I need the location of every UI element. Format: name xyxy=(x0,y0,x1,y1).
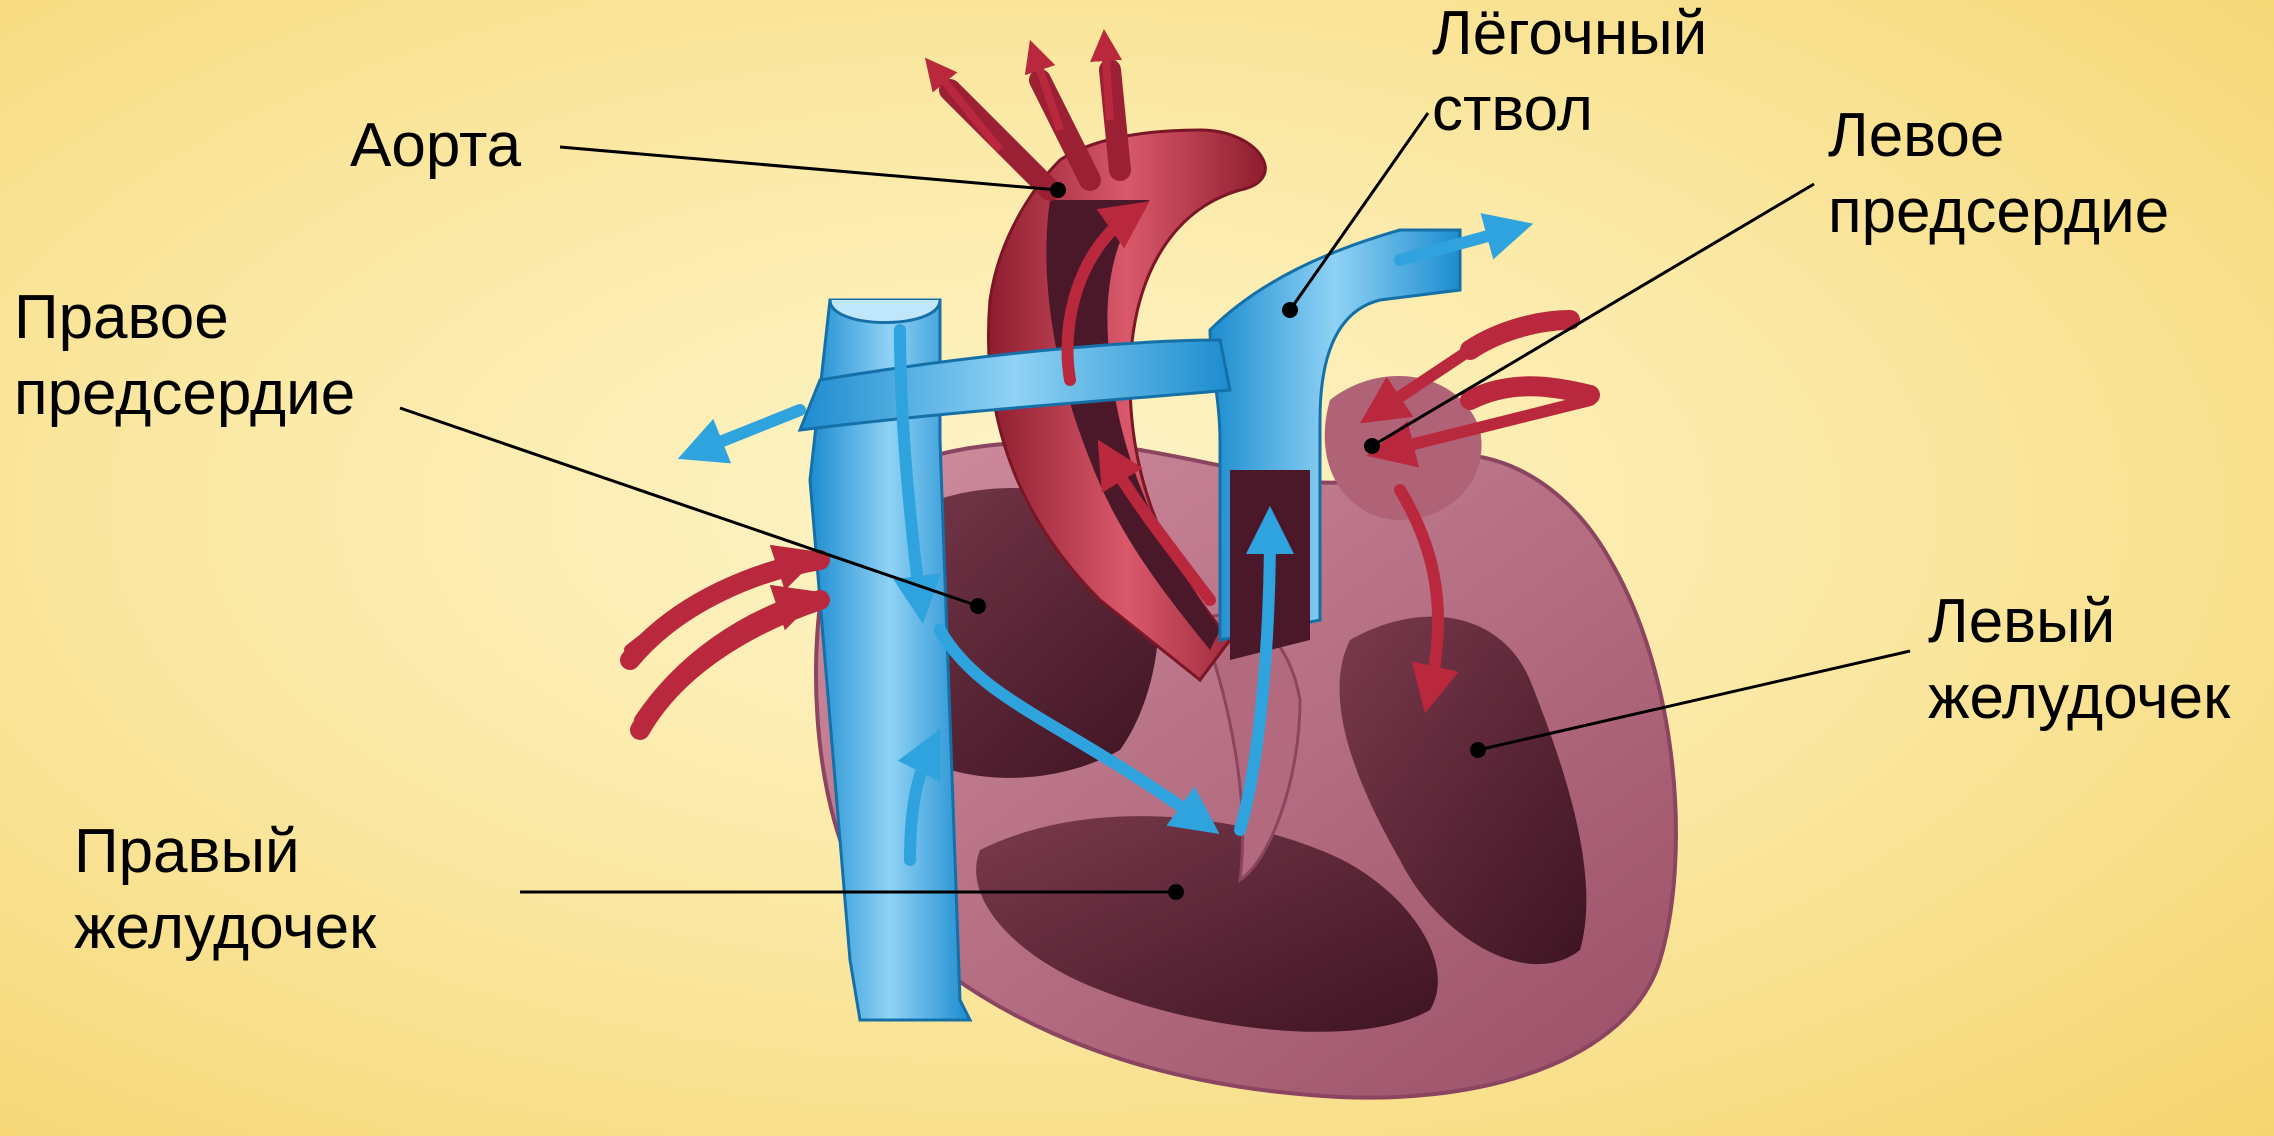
leader-dot-right-atrium xyxy=(970,598,986,614)
leader-line-aorta xyxy=(560,147,1058,190)
label-aorta: Аорта xyxy=(350,108,521,184)
label-left-atrium-line1: Левое xyxy=(1828,98,2169,174)
leader-dot-aorta xyxy=(1050,182,1066,198)
label-aorta-line1: Аорта xyxy=(350,108,521,184)
leader-dot-left-atrium xyxy=(1364,438,1380,454)
label-left-ventricle: Левый желудочек xyxy=(1928,584,2230,736)
label-pulmonary-trunk: Лёгочный ствол xyxy=(1432,0,1707,148)
leader-line-left-atrium xyxy=(1372,184,1814,446)
label-left-ventricle-line2: желудочек xyxy=(1928,660,2230,736)
label-right-atrium-line2: предсердие xyxy=(14,356,355,432)
label-pulmonary-trunk-line2: ствол xyxy=(1432,72,1707,148)
label-right-atrium: Правое предсердие xyxy=(14,280,355,432)
label-right-atrium-line1: Правое xyxy=(14,280,355,356)
aortic-branch-arrows xyxy=(935,45,1110,150)
label-left-atrium-line2: предсердие xyxy=(1828,174,2169,250)
leader-dot-left-ventricle xyxy=(1470,742,1486,758)
pulmonary-veins-right xyxy=(1470,320,1590,400)
label-left-ventricle-line1: Левый xyxy=(1928,584,2230,660)
label-left-atrium: Левое предсердие xyxy=(1828,98,2169,250)
label-right-ventricle: Правый желудочек xyxy=(74,814,376,966)
leader-dot-pulmonary-trunk xyxy=(1282,302,1298,318)
label-right-ventricle-line1: Правый xyxy=(74,814,376,890)
label-pulmonary-trunk-line1: Лёгочный xyxy=(1432,0,1707,72)
aortic-branches xyxy=(950,70,1120,190)
leader-dot-right-ventricle xyxy=(1168,884,1184,900)
label-right-ventricle-line2: желудочек xyxy=(74,890,376,966)
